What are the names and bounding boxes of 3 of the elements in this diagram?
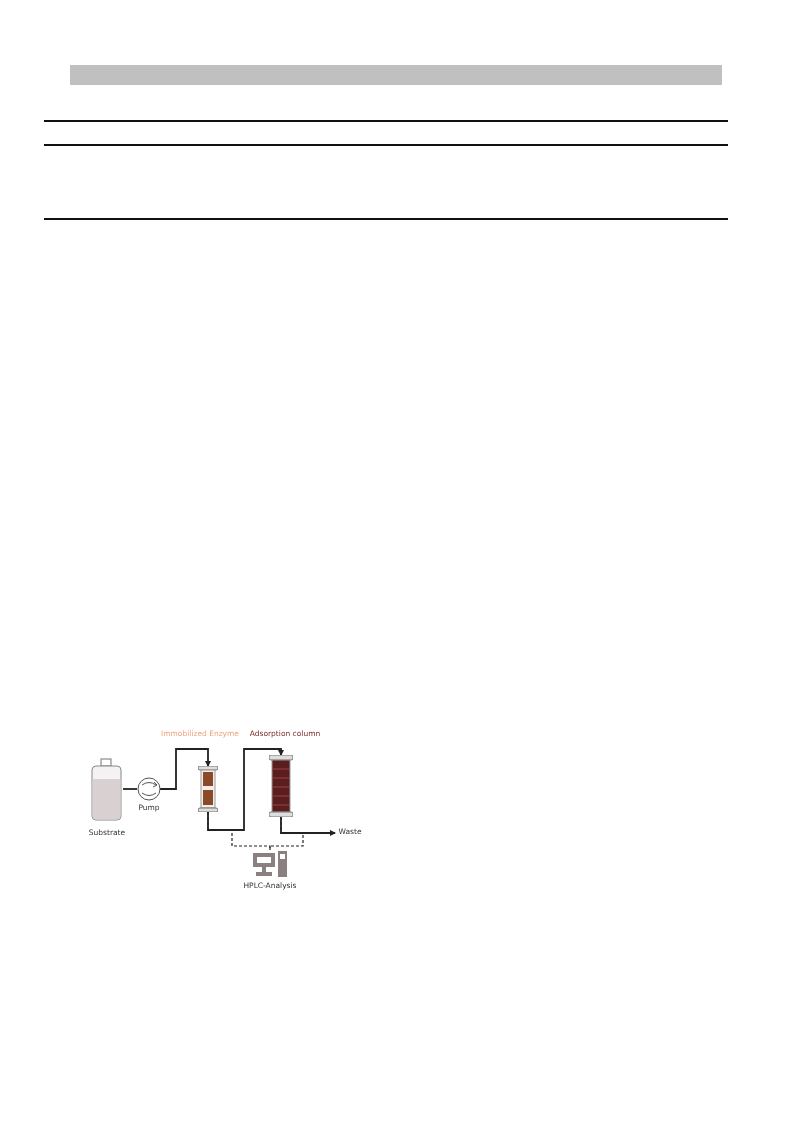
- tube-line: [122, 788, 138, 790]
- dashed-line: [269, 816, 304, 851]
- flow-arrow: [207, 748, 284, 831]
